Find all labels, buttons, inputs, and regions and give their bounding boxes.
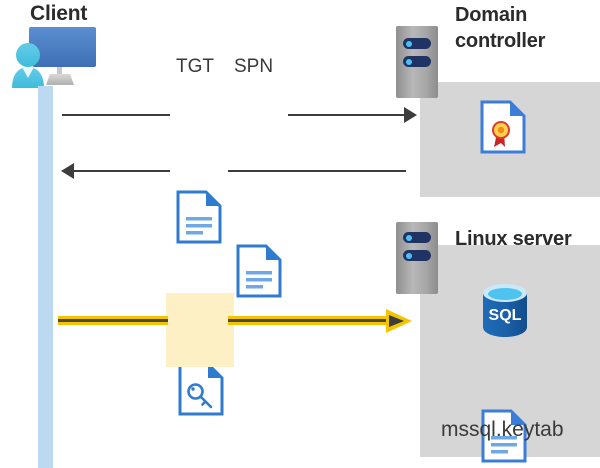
domain-controller-label: Domain controller — [455, 2, 595, 54]
client-label: Client — [30, 2, 88, 25]
server-rack-icon — [396, 26, 438, 98]
domain-controller-label-line2: controller — [455, 30, 546, 52]
request-line-right — [288, 114, 406, 116]
rack-slot — [403, 232, 431, 243]
tgt-caption: TGT — [176, 56, 214, 77]
spn-document-icon — [236, 244, 600, 298]
linux-server-label: Linux server — [455, 228, 572, 250]
user-with-monitor-icon — [8, 22, 120, 92]
rack-slot — [403, 38, 431, 49]
response-arrowhead — [61, 163, 74, 179]
server-rack-icon — [396, 222, 438, 294]
keytab-document-icon — [481, 409, 600, 463]
service-ticket-line-left — [58, 316, 168, 325]
rack-slot — [403, 56, 431, 67]
svg-text:SQL: SQL — [489, 307, 522, 324]
response-line-right — [228, 170, 406, 172]
rack-slot — [403, 250, 431, 261]
service-ticket-highlight — [166, 293, 234, 367]
certificate-document-icon — [480, 100, 600, 154]
request-arrowhead — [404, 107, 417, 123]
sql-database-icon: SQL — [479, 282, 531, 343]
service-ticket-line-right — [228, 316, 388, 325]
domain-controller-label-line1: Domain — [455, 4, 528, 26]
response-line-left — [74, 170, 170, 172]
tgt-document-icon — [176, 190, 600, 244]
spn-caption: SPN — [234, 56, 274, 77]
keytab-filename-label: mssql.keytab — [441, 418, 564, 441]
client-lifeline — [38, 86, 53, 468]
key-document-icon — [178, 362, 600, 416]
request-line-left — [62, 114, 170, 116]
service-ticket-arrowhead — [386, 307, 414, 335]
